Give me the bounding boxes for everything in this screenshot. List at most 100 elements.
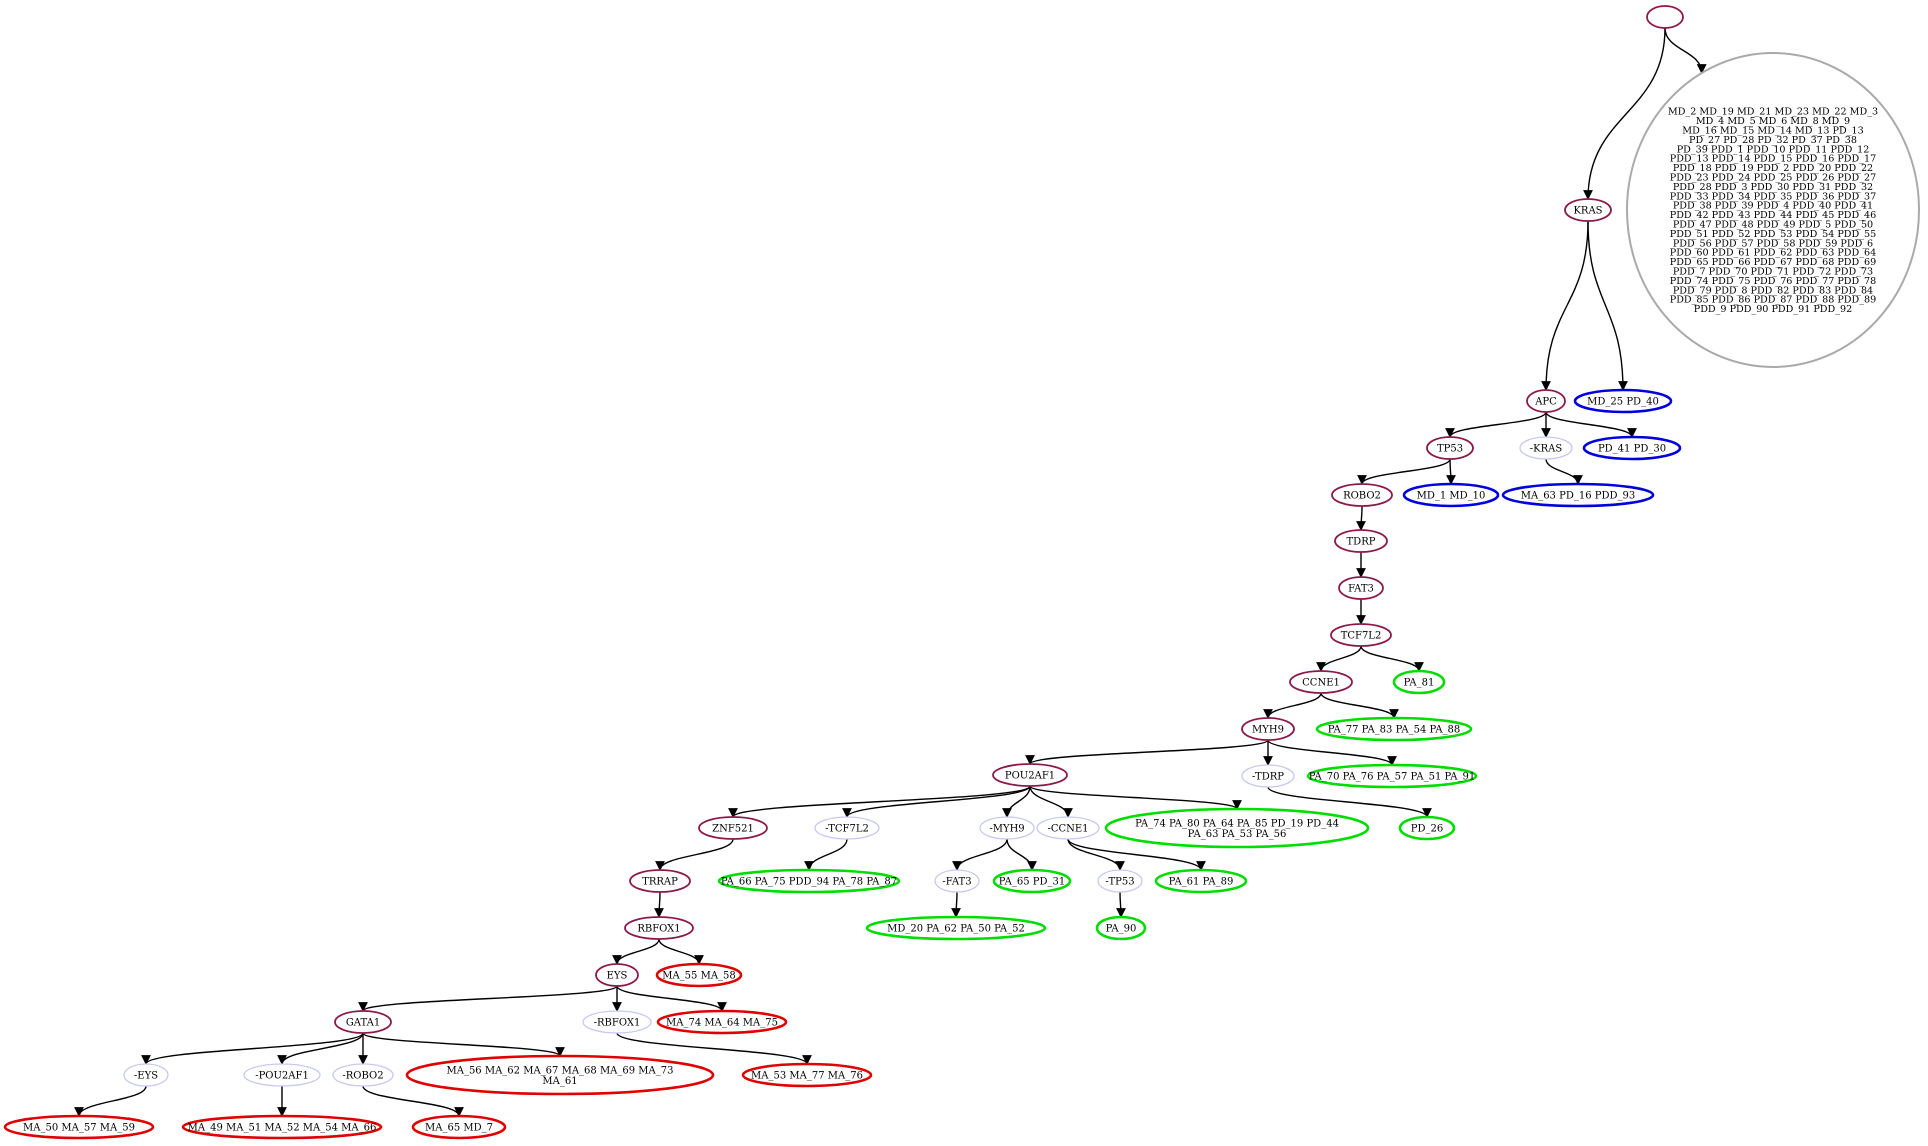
node-ma55-label: MA_55 MA_58 [662, 971, 736, 982]
node-tcf7l2: TCF7L2 [1330, 623, 1392, 647]
edge-nkras-to-ma63 [1545, 458, 1583, 485]
node-robo2: ROBO2 [1331, 483, 1393, 507]
node-root [1646, 5, 1684, 29]
node-pa81-shape [1392, 669, 1446, 695]
node-ccne1: CCNE1 [1289, 670, 1353, 694]
node-pou2af1: POU2AF1 [992, 763, 1068, 787]
node-ma50-shape [3, 1114, 155, 1140]
node-nccne1-shape [1036, 816, 1100, 840]
node-pd41: PD_41 PD_30 [1582, 435, 1682, 461]
edge-myh9-to-pa70 [1267, 739, 1397, 766]
node-myh9-label: MYH9 [1252, 725, 1284, 736]
node-cluster-line-1: MD_4 MD_5 MD_6 MD_8 MD_9 [1696, 116, 1850, 127]
node-pa65: PA_65 PD_31 [992, 868, 1072, 894]
node-ma74-shape [656, 1009, 788, 1035]
node-pa66-label: PA_66 PA_75 PDD_94 PA_78 PA_87 [721, 877, 897, 888]
node-nkras-label: -KRAS [1530, 444, 1563, 455]
node-cluster-line-16: PDD_65 PDD_66 PDD_67 PDD_68 PDD_69 [1670, 257, 1876, 268]
node-cluster-line-10: PDD_38 PDD_39 PDD_4 PDD_40 PDD_41 [1673, 201, 1873, 212]
edge-eys-to-gata1 [358, 985, 618, 1012]
node-npou2af1-shape [243, 1063, 321, 1087]
node-ma50-label: MA_50 MA_57 MA_59 [23, 1123, 135, 1134]
node-tcf7l2-shape [1330, 623, 1392, 647]
node-fat3: FAT3 [1338, 576, 1384, 600]
node-nrobo2-label: -ROBO2 [342, 1071, 383, 1082]
edge-nccne1-to-pa61 [1067, 838, 1206, 871]
node-ntcf7l2-shape [814, 816, 880, 840]
node-neys-label: -EYS [134, 1071, 158, 1082]
node-ntcf7l2: -TCF7L2 [814, 816, 880, 840]
node-cluster-shape [1626, 52, 1920, 368]
node-neys: -EYS [123, 1063, 169, 1087]
node-pd26-label: PD_26 [1411, 824, 1443, 835]
node-znf521-label: ZNF521 [712, 824, 754, 835]
edge-trrap-to-rbfox1 [654, 891, 664, 918]
node-pd26: PD_26 [1398, 815, 1456, 841]
node-ma49: MA_49 MA_51 MA_52 MA_54 MA_66 [181, 1114, 383, 1140]
node-ntdrp-label: -TDRP [1252, 772, 1284, 783]
node-ntp53-label: -TP53 [1105, 877, 1134, 888]
node-cluster-line-13: PDD_51 PDD_52 PDD_53 PDD_54 PDD_55 [1670, 229, 1876, 240]
node-ma50: MA_50 MA_57 MA_59 [3, 1114, 155, 1140]
node-npou2af1: -POU2AF1 [243, 1063, 321, 1087]
edge-tcf7l2-to-ccne1 [1316, 645, 1362, 672]
edge-nrbfox1-to-ma53 [616, 1032, 812, 1065]
node-pd26-shape [1398, 815, 1456, 841]
node-ntdrp-shape [1241, 764, 1295, 788]
edge-ccne1-to-myh9 [1263, 692, 1322, 719]
node-md25-shape [1573, 388, 1673, 414]
edge-apc-to-tp53 [1445, 411, 1547, 438]
node-nkras-shape [1519, 436, 1573, 460]
node-neys-shape [123, 1063, 169, 1087]
node-apc-shape [1526, 389, 1566, 413]
node-pa66-shape [717, 868, 901, 894]
node-ntcf7l2-label: -TCF7L2 [825, 824, 869, 835]
edge-tp53-to-md1 [1446, 458, 1456, 485]
edge-pou2af1-to-nmyh9 [1002, 785, 1031, 818]
node-cluster-line-17: PDD_7 PDD_70 PDD_71 PDD_72 PDD_73 [1673, 266, 1873, 277]
edge-znf521-to-trrap [655, 838, 734, 871]
node-rbfox1-shape [624, 916, 694, 940]
node-cluster-line-21: PDD_9 PDD_90 PDD_91 PDD_92 [1694, 304, 1852, 315]
edge-pou2af1-to-ntcf7l2 [842, 785, 1031, 818]
node-gata1: GATA1 [334, 1010, 392, 1034]
node-gata1-label: GATA1 [346, 1018, 380, 1029]
edge-gata1-to-neys [141, 1032, 364, 1065]
node-ma65-label: MA_65 MD_7 [425, 1123, 493, 1134]
node-fat3-shape [1338, 576, 1384, 600]
node-ma49-shape [181, 1114, 383, 1140]
node-cluster-line-11: PDD_42 PDD_43 PDD_44 PDD_45 PDD_46 [1670, 210, 1876, 221]
node-pd41-shape [1582, 435, 1682, 461]
node-nrobo2-shape [332, 1063, 394, 1087]
node-pa74-line-1: PA_63 PA_53 PA_56 [1188, 829, 1287, 840]
node-ntdrp: -TDRP [1241, 764, 1295, 788]
node-ma53: MA_53 MA_77 MA_76 [741, 1062, 873, 1088]
node-nmyh9: -MYH9 [979, 816, 1035, 840]
node-ma53-label: MA_53 MA_77 MA_76 [751, 1071, 863, 1082]
node-pa90-shape [1095, 915, 1147, 941]
node-nccne1: -CCNE1 [1036, 816, 1100, 840]
node-ma53-shape [741, 1062, 873, 1088]
node-cluster-line-5: PDD_13 PDD_14 PDD_15 PDD_16 PDD_17 [1670, 154, 1876, 165]
node-md20: MD_20 PA_62 PA_50 PA_52 [865, 915, 1047, 941]
node-myh9: MYH9 [1241, 717, 1295, 741]
node-cluster-line-12: PDD_47 PDD_48 PDD_49 PDD_5 PDD_50 [1673, 219, 1873, 230]
edge-tp53-to-robo2 [1357, 458, 1451, 485]
node-ma56-shape [405, 1054, 715, 1096]
node-ma56-line-0: MA_56 MA_62 MA_67 MA_68 MA_69 MA_73 [446, 1065, 673, 1076]
node-ma55-shape [655, 962, 743, 988]
node-pa74: PA_74 PA_80 PA_64 PA_85 PD_19 PD_44PA_63… [1104, 807, 1370, 849]
node-md1: MD_1 MD_10 [1402, 482, 1500, 508]
edge-pou2af1-to-nccne1 [1029, 785, 1073, 818]
node-cluster-line-14: PDD_56 PDD_57 PDD_58 PDD_59 PDD_6 [1673, 238, 1873, 249]
node-cluster-line-20: PDD_85 PDD_86 PDD_87 PDD_88 PDD_89 [1670, 295, 1876, 306]
node-nccne1-label: -CCNE1 [1047, 824, 1088, 835]
node-ma65: MA_65 MD_7 [411, 1114, 507, 1140]
edge-rbfox1-to-ma55 [658, 938, 704, 965]
node-pa90-label: PA_90 [1106, 924, 1137, 935]
nodes-layer: MD_2 MD_19 MD_21 MD_23 MD_22 MD_3MD_4 MD… [3, 5, 1920, 1140]
node-ntp53-shape [1097, 869, 1143, 893]
node-eys: EYS [595, 963, 639, 987]
node-eys-shape [595, 963, 639, 987]
node-pou2af1-shape [992, 763, 1068, 787]
